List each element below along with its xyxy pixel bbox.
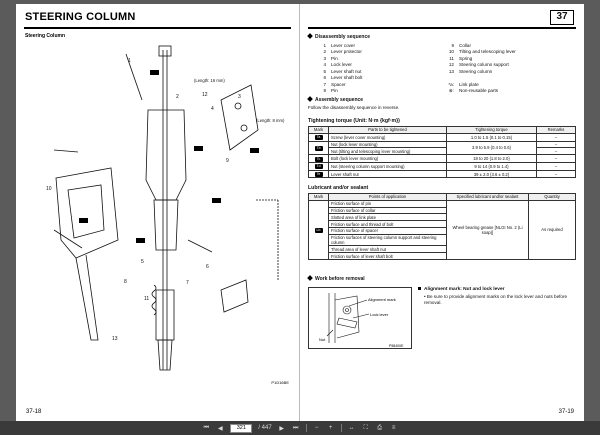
list-item: ⊗:Non-reusable parts (448, 87, 499, 94)
length-label-b: (Length: 8 mm) (256, 118, 285, 123)
callout-3: 3 (238, 94, 241, 100)
pdf-toolbar: ⏮ ◀ 321 / 447 ▶ ⏭ − + ↔ ⛶ ⎙ ≡ (0, 421, 600, 435)
last-page-icon[interactable]: ⏭ (292, 424, 299, 431)
toolbar-divider (340, 424, 342, 432)
print-icon[interactable]: ⎙ (377, 424, 383, 431)
table-row: Friction surface of lever shaft bolt (309, 252, 576, 261)
callout-12: 12 (202, 92, 208, 98)
alignment-heading: Alignment mark: Nut and lock lever (424, 287, 505, 292)
callout-13: 13 (112, 336, 118, 342)
callout-1: 1 (128, 58, 131, 64)
assembly-text: Follow the disassembly sequence in rever… (308, 105, 400, 110)
callout-8: 8 (124, 279, 127, 285)
callout-6: 6 (206, 264, 209, 270)
callout-7: 7 (186, 280, 189, 286)
alignment-figure-code: P58400E (389, 344, 404, 348)
diamond-bullet-icon (307, 96, 313, 102)
header-rule (308, 27, 576, 29)
header-rule (24, 27, 291, 29)
first-page-icon[interactable]: ⏮ (203, 424, 210, 431)
alignment-mark-label: Alignment mark (368, 297, 396, 302)
fit-width-icon[interactable]: ↔ (348, 425, 355, 431)
more-icon[interactable]: ≡ (391, 425, 396, 431)
table-row: Friction surfaces of steering column sup… (309, 233, 576, 247)
diamond-bullet-icon (307, 275, 313, 281)
figure-subtitle: Steering Column (25, 33, 66, 39)
list-item: *a:Link plate (448, 81, 479, 87)
callout-2: 2 (176, 94, 179, 100)
page-title: STEERING COLUMN (25, 11, 136, 23)
torque-section: Tightening torque (Unit: N·m {kgf·m}) Ma… (308, 118, 576, 179)
left-page: STEERING COLUMN Steering Column (16, 4, 300, 421)
callout-10: 10 (46, 186, 52, 192)
callout-5: 5 (141, 259, 144, 265)
diamond-bullet-icon (307, 33, 313, 39)
fullscreen-icon[interactable]: ⛶ (363, 424, 368, 431)
page-folio: 37-19 (558, 409, 574, 415)
page-number-input[interactable]: 321 (230, 423, 253, 433)
torque-heading: Tightening torque (Unit: N·m {kgf·m}) (308, 118, 400, 124)
lock-lever-diagram: Alignment mark Lock lever Nut P58400E (319, 293, 404, 348)
callout-11: 11 (144, 296, 149, 302)
zoom-in-icon[interactable]: + (328, 425, 333, 431)
lubricant-heading: Lubricant and/or sealant (308, 185, 369, 191)
alignment-notes: Alignment mark: Nut and lock lever • Be … (418, 287, 576, 306)
callout-9: 9 (226, 158, 229, 164)
alignment-text: • Be sure to provide alignment marks on … (424, 294, 568, 305)
zoom-out-icon[interactable]: − (314, 425, 319, 431)
total-pages: / 447 (258, 425, 272, 431)
nut-label: Nut (319, 337, 326, 342)
next-page-icon[interactable]: ▶ (279, 425, 284, 432)
torque-table: Mark Parts to be tightened Tightening to… (308, 126, 576, 179)
disassembly-heading: Disassembly sequence (315, 34, 371, 40)
figure-code: P1D16BE (271, 380, 289, 385)
callout-4: 4 (211, 106, 214, 112)
square-bullet-icon (418, 287, 421, 290)
page-folio: 37-18 (26, 409, 42, 415)
prev-page-icon[interactable]: ◀ (218, 425, 223, 432)
lubricant-section: Lubricant and/or sealant Mark Points of … (308, 185, 576, 261)
assembly-sequence: Assembly sequence Follow the disassembly… (307, 96, 576, 110)
assembly-heading: Assembly sequence (315, 97, 364, 103)
page-spread: STEERING COLUMN Steering Column (16, 4, 584, 421)
work-before-removal-heading: Work before removal (307, 275, 576, 282)
alignment-figure: Alignment mark Lock lever Nut P58400E (308, 287, 412, 349)
toolbar-divider (305, 424, 307, 432)
table-row: Lb Friction surface of pin Wheel bearing… (308, 199, 576, 261)
lock-lever-label: Lock lever (370, 312, 389, 317)
lubricant-table: Mark Points of application Specified lub… (308, 193, 576, 261)
chapter-number: 37 (550, 10, 574, 25)
length-label-a: (Length: 16 mm) (194, 78, 225, 83)
steering-column-exploded-diagram: 1 2 3 4 5 6 7 8 9 10 11 12 13 (Length: 1… (46, 45, 285, 371)
